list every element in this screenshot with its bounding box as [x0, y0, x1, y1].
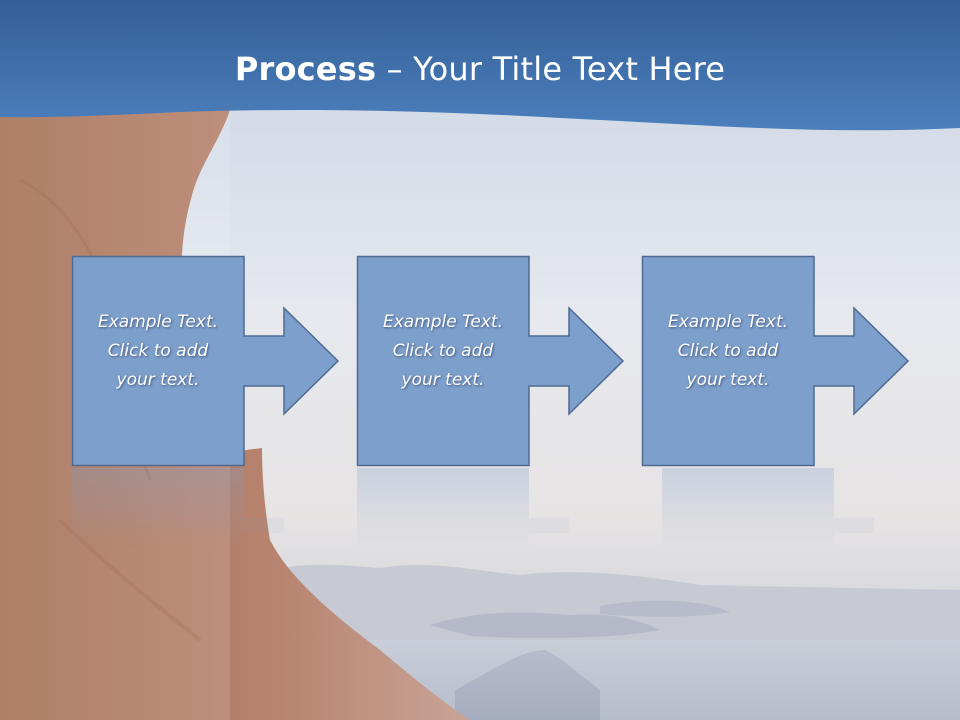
step-text-line3: your text.: [686, 370, 770, 390]
step-3-reflection: [662, 468, 874, 548]
slide-title[interactable]: Process – Your Title Text Here: [0, 50, 960, 88]
process-arrow-shape: [71, 255, 340, 467]
step-text-line2: Click to add: [677, 341, 779, 361]
step-text-line3: your text.: [116, 370, 200, 390]
process-step-2[interactable]: Example Text. Click to add your text.: [356, 255, 697, 467]
process-arrow-shape: [641, 255, 910, 467]
step-text-line3: your text.: [401, 370, 485, 390]
step-text-line1: Example Text.: [97, 312, 219, 332]
process-arrow-shape: [356, 255, 625, 467]
step-text-line2: Click to add: [107, 341, 209, 361]
step-2-reflection: [357, 468, 569, 548]
step-text[interactable]: Example Text. Click to add your text.: [642, 308, 814, 395]
title-rest-part: – Your Title Text Here: [376, 50, 726, 88]
title-bold-part: Process: [234, 50, 377, 88]
process-step-3[interactable]: Example Text. Click to add your text.: [641, 255, 960, 467]
step-text[interactable]: Example Text. Click to add your text.: [72, 308, 244, 395]
step-text-line1: Example Text.: [667, 312, 789, 332]
step-text[interactable]: Example Text. Click to add your text.: [357, 308, 529, 395]
step-text-line1: Example Text.: [382, 312, 504, 332]
step-text-line2: Click to add: [392, 341, 494, 361]
step-1-reflection: [72, 468, 284, 548]
process-step-1[interactable]: Example Text. Click to add your text.: [71, 255, 412, 467]
